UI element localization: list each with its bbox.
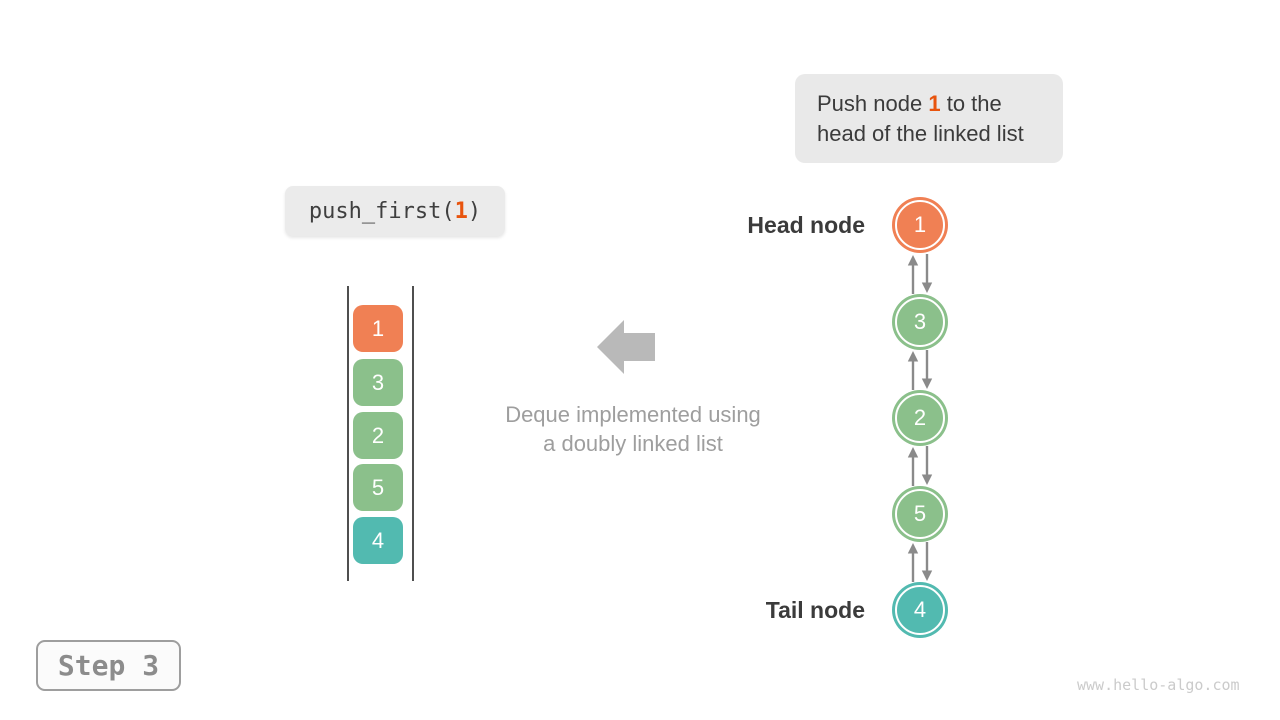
deque-item: 1 (353, 305, 403, 352)
deque-item: 2 (353, 412, 403, 459)
caption-line-2: a doubly linked list (543, 431, 723, 456)
deque-item: 5 (353, 464, 403, 511)
callout-line-2: head of the linked list (817, 121, 1024, 146)
bidirectional-arrows-icon (907, 446, 933, 486)
head-node-label: Head node (747, 212, 865, 238)
step-badge: Step 3 (36, 640, 181, 691)
highlighted-value: 1 (928, 91, 941, 116)
watermark: www.hello-algo.com (1077, 676, 1240, 694)
bidirectional-arrows-icon (907, 350, 933, 390)
instruction-callout: Push node 1 to the head of the linked li… (795, 74, 1063, 163)
deque-item: 3 (353, 359, 403, 406)
list-node: 5 (895, 489, 945, 539)
caption-line-1: Deque implemented using (505, 402, 761, 427)
left-arrow-icon (597, 320, 655, 374)
list-node: 2 (895, 393, 945, 443)
deque-item: 4 (353, 517, 403, 564)
list-node: 1 (895, 200, 945, 250)
bidirectional-arrows-icon (907, 254, 933, 294)
diagram-caption: Deque implemented using a doubly linked … (472, 400, 794, 458)
deque-right-rail (412, 286, 414, 581)
deque-left-rail (347, 286, 349, 581)
operation-code-box: push_first(1) (285, 186, 505, 236)
bidirectional-arrows-icon (907, 542, 933, 582)
tail-node-label: Tail node (765, 597, 865, 623)
code-argument: 1 (454, 198, 468, 224)
callout-line-1: Push node 1 to the (817, 91, 1002, 116)
list-node: 4 (895, 585, 945, 635)
list-node: 3 (895, 297, 945, 347)
